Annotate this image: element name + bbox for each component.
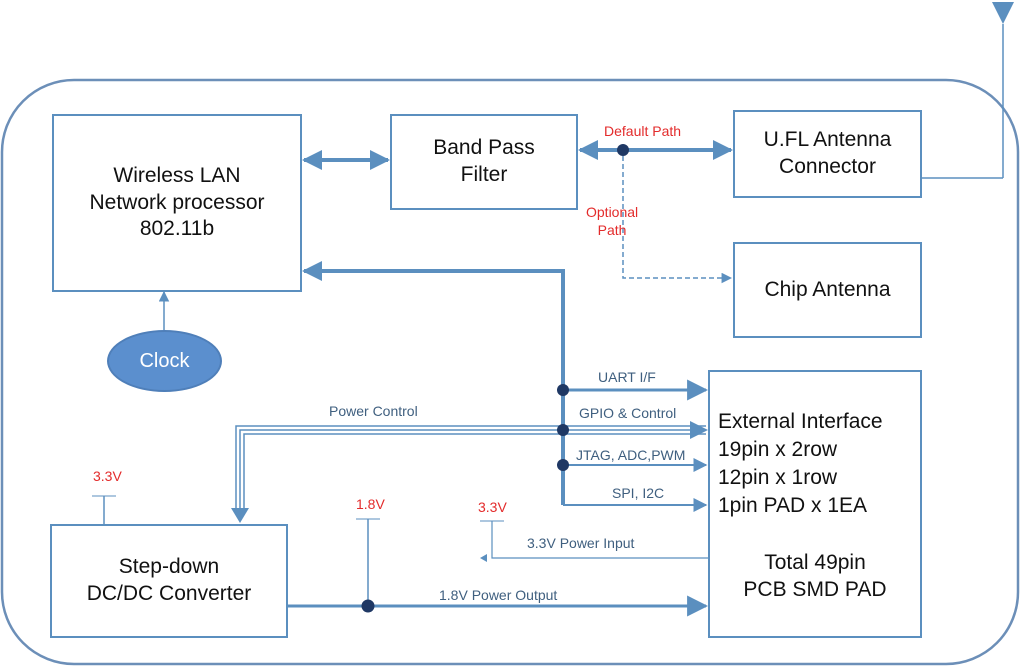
optional-path-link xyxy=(622,156,733,284)
gpio-label: GPIO & Control xyxy=(579,405,677,421)
default-path-node xyxy=(617,144,629,156)
v33-left-label: 3.3V xyxy=(93,468,122,484)
clock-block: Clock xyxy=(107,330,222,392)
band-pass-filter-block: Band Pass Filter xyxy=(390,114,578,210)
wlan-processor-label: Wireless LAN Network processor 802.11b xyxy=(89,163,265,241)
spi-label: SPI, I2C xyxy=(612,485,665,501)
chip-antenna-block: Chip Antenna xyxy=(733,242,922,338)
band-pass-filter-label: Band Pass Filter xyxy=(433,136,535,186)
gpio-node xyxy=(557,424,569,436)
ufl-connector-label: U.FL Antenna Connector xyxy=(763,128,892,178)
stepdown-converter-label: Step-down DC/DC Converter xyxy=(86,555,252,605)
power-control-label: Power Control xyxy=(329,403,418,419)
power-input-arrowhead xyxy=(480,554,487,562)
uart-node xyxy=(557,384,569,396)
ext-interface-total: Total 49pin PCB SMD PAD xyxy=(743,551,887,601)
jtag-node xyxy=(557,459,569,471)
power-control-link xyxy=(235,425,706,510)
power-control-arrowhead xyxy=(231,508,249,523)
power-input-link xyxy=(491,521,708,559)
v18-label: 1.8V xyxy=(356,496,385,512)
power-output-node xyxy=(361,599,375,613)
gpio-arrowhead xyxy=(690,421,708,439)
ufl-connector-block: U.FL Antenna Connector xyxy=(733,110,922,198)
ext-interface-line-2: 12pin x 1row xyxy=(718,466,838,489)
chip-antenna-label: Chip Antenna xyxy=(764,277,891,301)
antenna-icon xyxy=(922,2,1014,179)
optional-path-label: Optional Path xyxy=(586,204,639,238)
module-outline xyxy=(0,78,1020,666)
default-path-label: Default Path xyxy=(604,123,682,139)
interface-bus xyxy=(302,261,565,505)
power-output-label: 1.8V Power Output xyxy=(439,587,558,603)
uart-label: UART I/F xyxy=(598,369,656,385)
jtag-label: JTAG, ADC,PWM xyxy=(576,447,686,463)
v33-right-label: 3.3V xyxy=(478,499,507,515)
stepdown-converter-block: Step-down DC/DC Converter xyxy=(50,524,288,638)
clock-label: Clock xyxy=(139,349,190,372)
ext-interface-title: External Interface xyxy=(718,410,883,433)
wlan-processor-block: Wireless LAN Network processor 802.11b xyxy=(52,114,302,292)
power-input-label: 3.3V Power Input xyxy=(527,535,635,551)
ext-interface-line-1: 19pin x 2row xyxy=(718,438,838,461)
ext-interface-line-3: 1pin PAD x 1EA xyxy=(718,494,868,517)
external-interface-block: External Interface 19pin x 2row 12pin x … xyxy=(708,370,922,638)
